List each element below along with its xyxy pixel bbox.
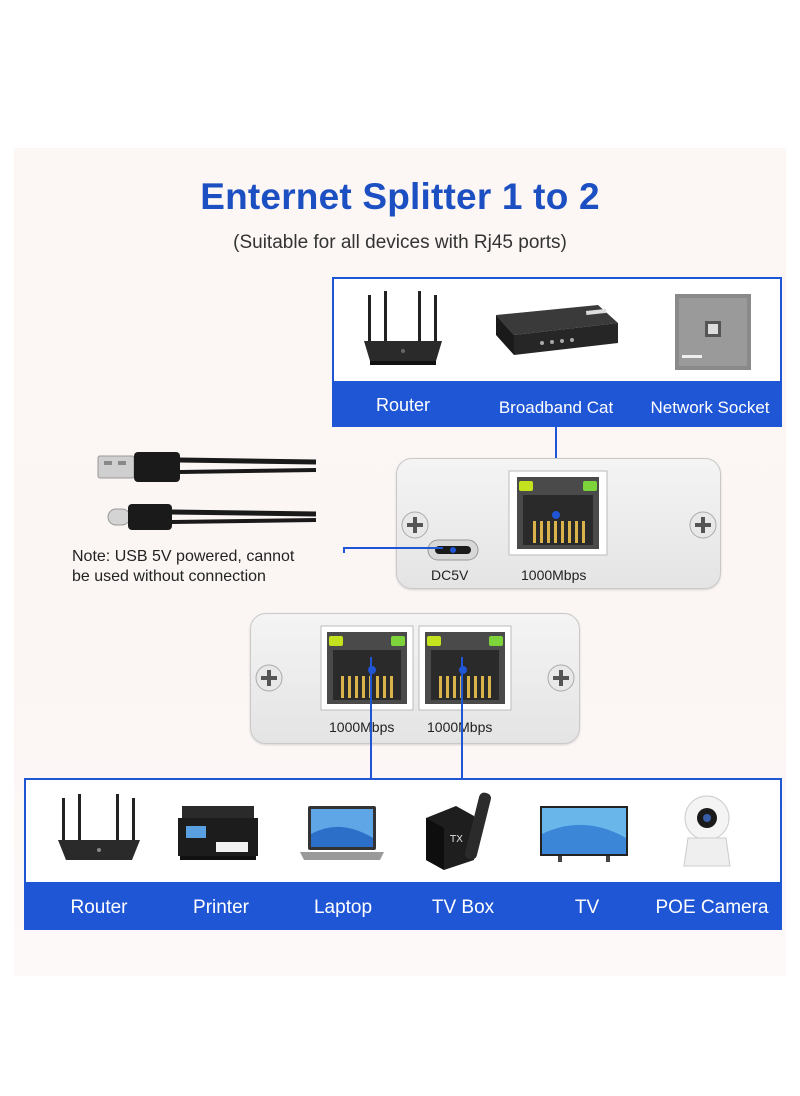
rj45-output-port-2-icon bbox=[418, 625, 512, 711]
modem-icon bbox=[496, 305, 618, 355]
input-devices-box: Router Broadband Cat Network Socket bbox=[332, 277, 782, 427]
usb-a-cable-icon bbox=[97, 452, 317, 482]
output-port-1-speed-label: 1000Mbps bbox=[329, 719, 395, 735]
input-device-label-socket: Network Socket bbox=[650, 398, 770, 417]
output-device-label-tv: TV bbox=[574, 897, 600, 918]
svg-text:TX: TX bbox=[449, 834, 463, 845]
output-device-label-laptop: Laptop bbox=[313, 897, 373, 918]
splitter-input-panel: DC5V 1000Mbps bbox=[396, 458, 721, 589]
router-icon bbox=[364, 291, 442, 365]
tv-box-icon: TX bbox=[426, 792, 491, 870]
output-port-2-speed-label: 1000Mbps bbox=[427, 719, 493, 735]
laptop-icon bbox=[300, 806, 384, 860]
input-device-label-broadband: Broadband Cat bbox=[498, 398, 614, 417]
tv-icon bbox=[540, 806, 628, 862]
input-device-label-router: Router bbox=[375, 395, 431, 415]
power-port-label: DC5V bbox=[431, 567, 469, 583]
output-device-label-tv-box: TV Box bbox=[431, 897, 495, 918]
note-connector-line-vertical bbox=[343, 547, 345, 553]
output-device-label-printer: Printer bbox=[193, 897, 249, 918]
screw-icon bbox=[255, 664, 283, 692]
input-port-speed-label: 1000Mbps bbox=[521, 567, 587, 583]
rj45-output-port-1-icon bbox=[320, 625, 414, 711]
power-note-line2: be used without connection bbox=[72, 568, 266, 585]
input-devices-label-bar bbox=[334, 381, 780, 425]
printer-icon bbox=[178, 806, 258, 860]
usb-c-cable-icon bbox=[107, 504, 317, 530]
router-icon bbox=[58, 794, 140, 860]
screw-icon bbox=[401, 511, 429, 539]
connector-line-output-1 bbox=[370, 657, 372, 779]
note-connector-line bbox=[345, 547, 443, 549]
power-note-line1: Note: USB 5V powered, cannot bbox=[72, 548, 295, 565]
diagram-title: Enternet Splitter 1 to 2 bbox=[200, 176, 600, 217]
splitter-output-panel: 1000Mbps 1000Mbps bbox=[250, 613, 580, 744]
output-device-label-poe-camera: POE Camera bbox=[655, 897, 769, 918]
camera-icon bbox=[683, 795, 731, 867]
output-device-label-router: Router bbox=[70, 897, 128, 918]
output-devices-box: TX Router Printer Laptop TV Box TV POE C… bbox=[24, 778, 782, 930]
screw-icon bbox=[689, 511, 717, 539]
usb-c-power-port-icon bbox=[427, 539, 479, 561]
screw-icon bbox=[547, 664, 575, 692]
output-devices-label-bar bbox=[26, 882, 780, 928]
rj45-input-port-icon bbox=[508, 470, 608, 556]
wall-socket-icon bbox=[675, 294, 751, 370]
diagram-subtitle: (Suitable for all devices with Rj45 port… bbox=[233, 232, 567, 253]
connector-line-output-2 bbox=[461, 657, 463, 779]
power-note: Note: USB 5V powered, cannot be used wit… bbox=[72, 547, 294, 587]
